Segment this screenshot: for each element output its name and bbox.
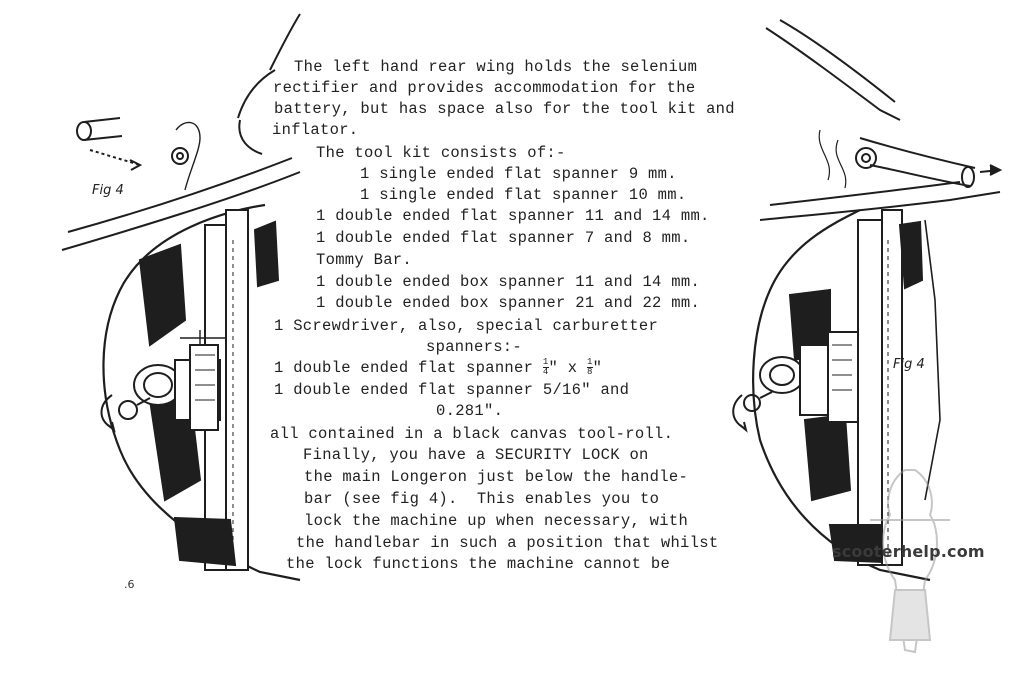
text-line: bar (see fig 4). This enables you to [304, 490, 660, 508]
watermark-text: scooterhelp.com [832, 542, 985, 561]
fraction-numerator: 1 [586, 357, 593, 369]
text-line: 1 Screwdriver, also, special carburetter [274, 317, 659, 335]
text-line: 1 double ended flat spanner 5/16" and [274, 381, 630, 399]
fraction-numerator: 1 [542, 357, 549, 369]
right-figure-label: Fig 4 [893, 357, 925, 372]
right-figure-illustration [732, 19, 1003, 582]
text-line: inflator. [272, 121, 359, 139]
text-line: 1 double ended box spanner 11 and 14 mm. [316, 273, 701, 291]
text-line: 1 single ended flat spanner 9 mm. [360, 165, 677, 183]
text-line: Tommy Bar. [316, 251, 413, 269]
text-line: 1 double ended flat spanner 11 and 14 mm… [316, 207, 710, 225]
text-fragment: " x [548, 359, 587, 377]
text-line: The tool kit consists of:- [316, 144, 566, 162]
text-line: the lock functions the machine cannot be [286, 555, 671, 573]
text-line: battery, but has space also for the tool… [274, 100, 735, 118]
scooter-watermark-illustration [870, 469, 950, 654]
text-line: 1 single ended flat spanner 10 mm. [360, 186, 687, 204]
text-fragment: 1 double ended flat spanner [274, 359, 543, 377]
text-line: Finally, you have a SECURITY LOCK on [303, 446, 649, 464]
left-figure-label: Fig 4 [92, 183, 124, 198]
fraction-denominator: 8 [586, 367, 593, 378]
text-fragment: " [592, 359, 603, 377]
page-number: .6 [124, 578, 135, 591]
text-line: 1 double ended box spanner 21 and 22 mm. [316, 294, 701, 312]
text-line: lock the machine up when necessary, with [304, 512, 689, 530]
text-line: all contained in a black canvas tool-rol… [270, 425, 674, 443]
text-line: 1 double ended flat spanner 7 and 8 mm. [316, 229, 691, 247]
text-line: the handlebar in such a position that wh… [296, 534, 719, 552]
left-figure-illustration [61, 13, 301, 582]
text-line: rectifier and provides accommodation for… [273, 79, 696, 97]
text-line: spanners:- [426, 338, 523, 356]
text-line: the main Longeron just below the handle- [304, 468, 689, 486]
text-line: 0.281". [436, 402, 504, 420]
text-line: The left hand rear wing holds the seleni… [294, 58, 698, 76]
fraction-denominator: 4 [542, 367, 549, 378]
